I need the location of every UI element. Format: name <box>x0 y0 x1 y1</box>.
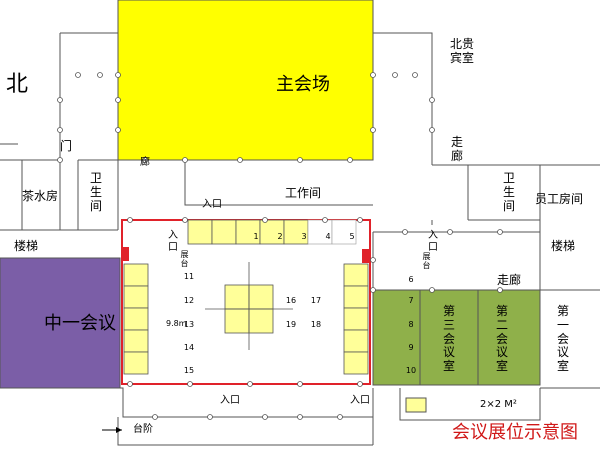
entrance-top-label: 入口 <box>202 199 222 210</box>
booth-number: 11 <box>183 272 195 281</box>
entrance-left-label: 入口 <box>168 230 178 253</box>
work-room-label: 工作间 <box>285 186 322 200</box>
booth-number: 17 <box>310 296 322 305</box>
booth-column-left <box>123 263 149 375</box>
booth-number: 1 <box>253 232 259 241</box>
door-label: 门 <box>60 139 73 153</box>
booth-number: 15 <box>183 366 195 375</box>
booth-number: 7 <box>408 296 414 305</box>
main-hall-label: 主会场 <box>276 74 330 95</box>
booth-number: 8 <box>408 320 414 329</box>
column-mark-b: 展台 <box>422 252 431 271</box>
corridor-partial-label: 廊 <box>140 157 150 168</box>
steps-label: 台阶 <box>133 424 153 435</box>
booth-number: 16 <box>285 296 297 305</box>
meeting-room-1-center <box>0 257 121 389</box>
legend-swatch <box>405 397 427 413</box>
stairs-left-label: 楼梯 <box>14 239 39 253</box>
meeting-room-1-center-label: 中一会议 <box>44 313 116 334</box>
booth-number: 12 <box>183 296 195 305</box>
width-mark: 9.8m <box>166 319 187 328</box>
meeting-room-2-label: 第二会议室 <box>495 304 508 374</box>
legend-size-label: 2×2 M² <box>480 399 517 410</box>
meeting-room-1-label: 第一会议室 <box>556 304 569 374</box>
booth-number: 14 <box>183 343 195 352</box>
north-label: 北 <box>6 72 29 97</box>
booth-number: 3 <box>301 232 307 241</box>
restroom-right-label: 卫生间 <box>502 171 515 213</box>
booth-number: 6 <box>408 275 414 284</box>
meeting-rooms-block <box>372 289 541 386</box>
restroom-left-label: 卫生间 <box>89 171 102 213</box>
booth-number: 19 <box>285 320 297 329</box>
stairs-right-label: 楼梯 <box>551 239 576 253</box>
main-hall <box>117 0 374 161</box>
entrance-bottom-left-label: 入口 <box>220 395 240 406</box>
booth-number: 9 <box>408 343 414 352</box>
corridor-top-label: 走廊 <box>450 135 463 163</box>
north-vip-label: 北贵宾室 <box>450 37 475 65</box>
column-mark-a: 展台 <box>180 250 189 269</box>
booth-number: 13 <box>183 320 195 329</box>
diagram-title: 会议展位示意图 <box>452 422 578 443</box>
booth-number: 2 <box>277 232 283 241</box>
entrance-right-label: 入口 <box>428 230 438 253</box>
column-markers <box>57 72 503 420</box>
pillar-left <box>122 247 129 261</box>
booth-row-top <box>187 219 309 245</box>
booth-number: 18 <box>310 320 322 329</box>
booth-number: 10 <box>405 366 417 375</box>
pillar-right <box>362 249 369 263</box>
tea-room-label: 茶水房 <box>22 189 59 203</box>
booth-number: 5 <box>349 232 355 241</box>
corridor-right-label: 走廊 <box>497 273 522 287</box>
meeting-room-3-label: 第三会议室 <box>442 304 455 374</box>
booth-block-center <box>224 284 274 334</box>
entrance-bottom-right-label: 入口 <box>350 395 370 406</box>
staff-room-label: 员工房间 <box>535 192 584 206</box>
booth-column-right <box>343 263 369 375</box>
booth-number: 4 <box>325 232 331 241</box>
